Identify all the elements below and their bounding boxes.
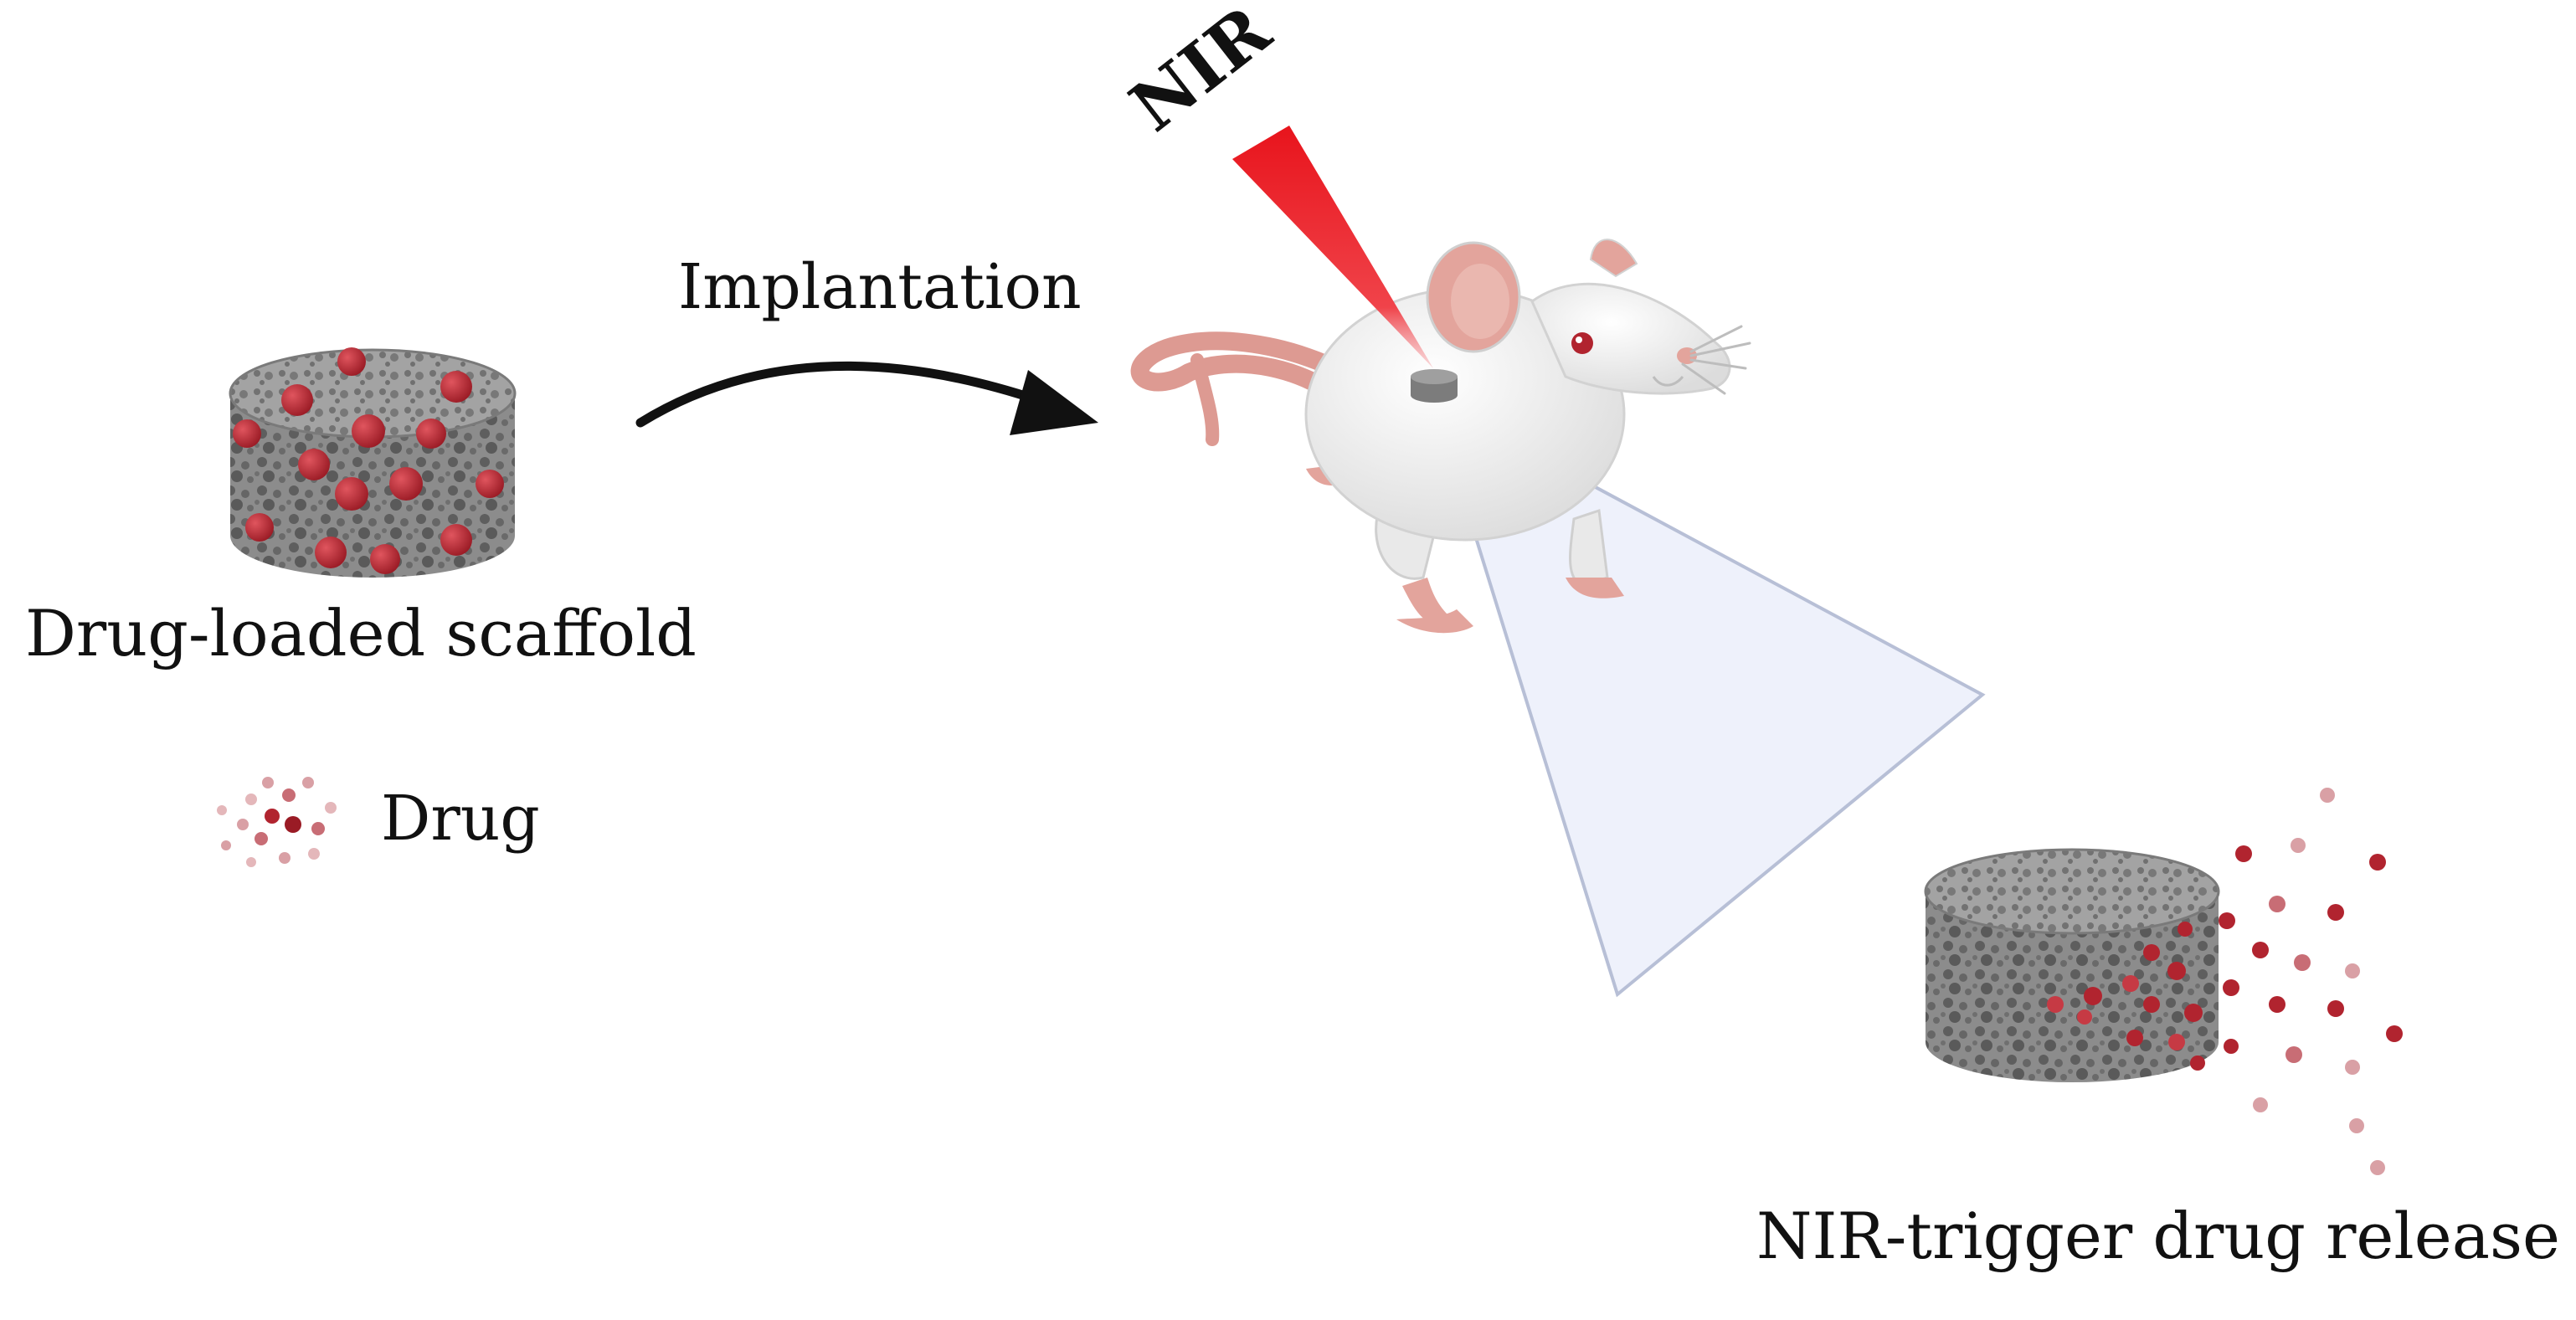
releasing-drug-particles bbox=[2047, 922, 2205, 1071]
implantation-arrow bbox=[635, 361, 1098, 435]
scaffold-label: Drug-loaded scaffold bbox=[25, 596, 697, 670]
release-label: NIR-trigger drug release bbox=[1756, 1199, 2560, 1273]
implant-icon bbox=[1411, 369, 1458, 403]
mouse-icon bbox=[1130, 239, 1751, 634]
released-drug-particles bbox=[2219, 788, 2403, 1175]
released-scaffold-icon bbox=[1924, 848, 2220, 1082]
laser-beam-icon bbox=[1232, 126, 1433, 368]
drug-particles-icon bbox=[217, 777, 337, 867]
scaffold-icon bbox=[229, 347, 517, 578]
drug-label: Drug bbox=[381, 783, 540, 855]
embedded-drug-particles bbox=[233, 347, 504, 574]
implantation-label: Implantation bbox=[678, 251, 1082, 323]
